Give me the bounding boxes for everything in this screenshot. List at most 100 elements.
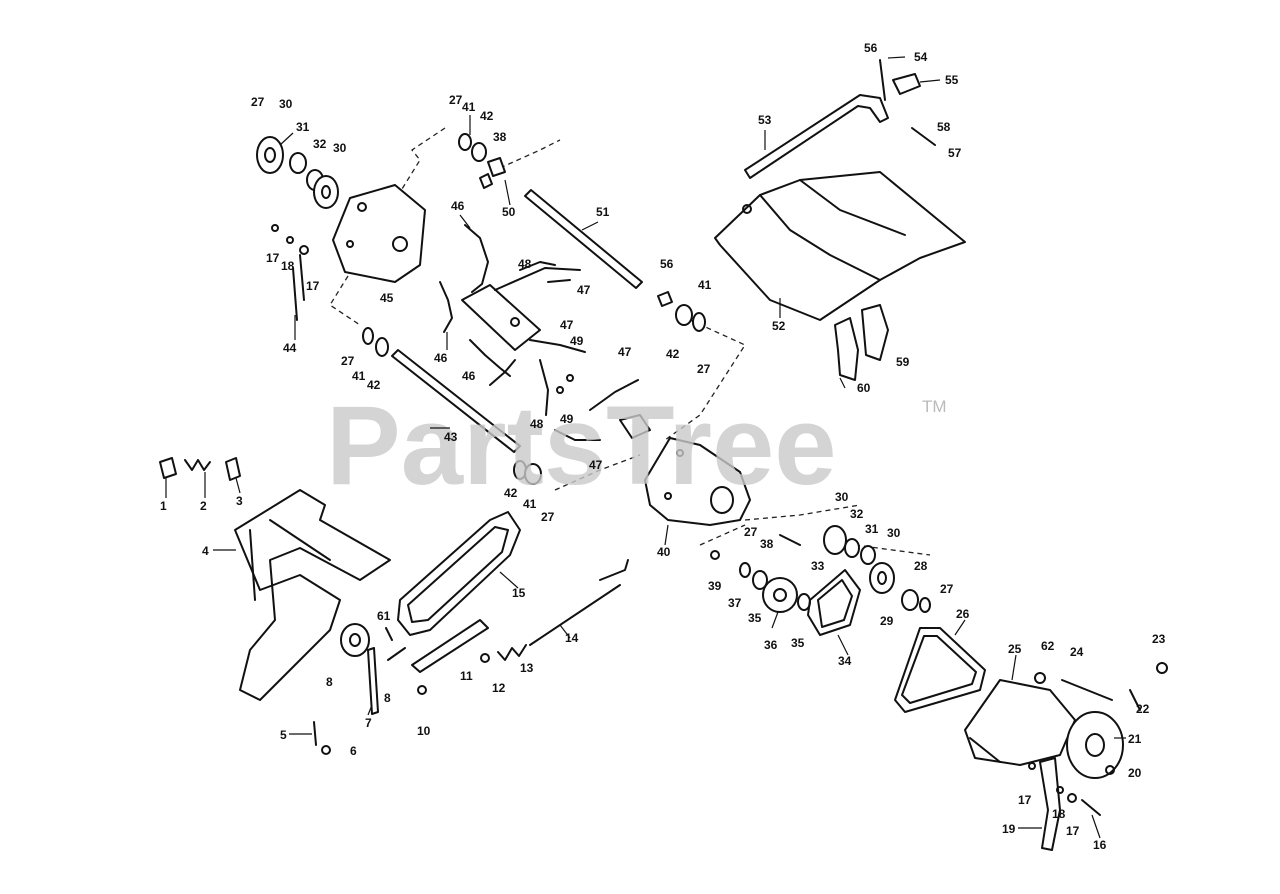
callout-27[interactable]: 27 <box>940 582 954 596</box>
callout-44[interactable]: 44 <box>283 341 297 355</box>
callout-21[interactable]: 21 <box>1128 732 1142 746</box>
callout-48[interactable]: 48 <box>518 257 532 271</box>
callout-57[interactable]: 57 <box>948 146 962 160</box>
callout-22[interactable]: 22 <box>1136 702 1150 716</box>
callout-36[interactable]: 36 <box>764 638 778 652</box>
callout-42[interactable]: 42 <box>367 378 381 392</box>
callout-30[interactable]: 30 <box>333 141 347 155</box>
callout-14[interactable]: 14 <box>565 631 579 645</box>
callout-27[interactable]: 27 <box>449 93 463 107</box>
callout-16[interactable]: 16 <box>1093 838 1107 852</box>
callout-42[interactable]: 42 <box>504 486 518 500</box>
callout-2[interactable]: 2 <box>200 499 207 513</box>
callout-25[interactable]: 25 <box>1008 642 1022 656</box>
callout-18[interactable]: 18 <box>281 259 295 273</box>
callout-28[interactable]: 28 <box>914 559 928 573</box>
callout-1[interactable]: 1 <box>160 499 167 513</box>
callout-7[interactable]: 7 <box>365 716 372 730</box>
callout-30[interactable]: 30 <box>835 490 849 504</box>
callout-42[interactable]: 42 <box>480 109 494 123</box>
frame <box>234 489 391 701</box>
callout-20[interactable]: 20 <box>1128 766 1142 780</box>
callout-56[interactable]: 56 <box>660 257 674 271</box>
callout-50[interactable]: 50 <box>502 205 516 219</box>
callout-32[interactable]: 32 <box>850 507 864 521</box>
callout-47[interactable]: 47 <box>577 283 591 297</box>
belt-right <box>894 627 986 713</box>
callout-62[interactable]: 62 <box>1041 639 1055 653</box>
pulley-right <box>1066 711 1124 779</box>
callout-31[interactable]: 31 <box>296 120 310 134</box>
handle <box>744 94 889 179</box>
callout-8[interactable]: 8 <box>384 691 391 705</box>
tine-shaft-top <box>524 189 643 289</box>
callout-48[interactable]: 48 <box>530 417 544 431</box>
callout-19[interactable]: 19 <box>1002 822 1016 836</box>
callout-13[interactable]: 13 <box>520 661 534 675</box>
callout-17[interactable]: 17 <box>1066 824 1080 838</box>
callout-35[interactable]: 35 <box>791 636 805 650</box>
callout-60[interactable]: 60 <box>857 381 871 395</box>
pulley-left <box>340 623 370 657</box>
callout-39[interactable]: 39 <box>708 579 722 593</box>
callout-34[interactable]: 34 <box>838 654 852 668</box>
callout-30[interactable]: 30 <box>279 97 293 111</box>
callout-38[interactable]: 38 <box>760 537 774 551</box>
callout-33[interactable]: 33 <box>811 559 825 573</box>
callout-38[interactable]: 38 <box>493 130 507 144</box>
callout-40[interactable]: 40 <box>657 545 671 559</box>
callout-18[interactable]: 18 <box>1052 807 1066 821</box>
callout-46[interactable]: 46 <box>451 199 465 213</box>
callout-47[interactable]: 47 <box>618 345 632 359</box>
callout-11[interactable]: 11 <box>460 669 473 683</box>
callout-26[interactable]: 26 <box>956 607 970 621</box>
callout-24[interactable]: 24 <box>1070 645 1084 659</box>
callout-49[interactable]: 49 <box>570 334 584 348</box>
callout-23[interactable]: 23 <box>1152 632 1166 646</box>
callout-56[interactable]: 56 <box>864 41 878 55</box>
callout-27[interactable]: 27 <box>744 525 758 539</box>
callout-8[interactable]: 8 <box>326 675 333 689</box>
callout-17[interactable]: 17 <box>306 279 320 293</box>
callout-31[interactable]: 31 <box>865 522 879 536</box>
callout-45[interactable]: 45 <box>380 291 394 305</box>
callout-29[interactable]: 29 <box>880 614 894 628</box>
callout-27[interactable]: 27 <box>541 510 555 524</box>
callout-27[interactable]: 27 <box>251 95 265 109</box>
callout-52[interactable]: 52 <box>772 319 786 333</box>
callout-61[interactable]: 61 <box>377 609 391 623</box>
callout-10[interactable]: 10 <box>417 724 431 738</box>
callout-5[interactable]: 5 <box>280 728 287 742</box>
callout-37[interactable]: 37 <box>728 596 742 610</box>
callout-17[interactable]: 17 <box>1018 793 1032 807</box>
callout-47[interactable]: 47 <box>589 458 603 472</box>
callout-35[interactable]: 35 <box>748 611 762 625</box>
callout-41[interactable]: 41 <box>352 369 366 383</box>
callout-53[interactable]: 53 <box>758 113 772 127</box>
callout-32[interactable]: 32 <box>313 137 327 151</box>
callout-15[interactable]: 15 <box>512 586 526 600</box>
callout-46[interactable]: 46 <box>462 369 476 383</box>
callout-42[interactable]: 42 <box>666 347 680 361</box>
callout-49[interactable]: 49 <box>560 412 574 426</box>
callout-47[interactable]: 47 <box>560 318 574 332</box>
callout-51[interactable]: 51 <box>596 205 610 219</box>
callout-41[interactable]: 41 <box>462 100 476 114</box>
callout-4[interactable]: 4 <box>202 544 209 558</box>
callout-30[interactable]: 30 <box>887 526 901 540</box>
callout-46[interactable]: 46 <box>434 351 448 365</box>
callout-59[interactable]: 59 <box>896 355 910 369</box>
callout-17[interactable]: 17 <box>266 251 280 265</box>
callout-41[interactable]: 41 <box>698 278 712 292</box>
callout-58[interactable]: 58 <box>937 120 951 134</box>
callout-54[interactable]: 54 <box>914 50 928 64</box>
callout-27[interactable]: 27 <box>697 362 711 376</box>
callout-3[interactable]: 3 <box>236 494 243 508</box>
callout-27[interactable]: 27 <box>341 354 355 368</box>
callout-43[interactable]: 43 <box>444 430 458 444</box>
callout-6[interactable]: 6 <box>350 744 357 758</box>
callout-12[interactable]: 12 <box>492 681 506 695</box>
callout-55[interactable]: 55 <box>945 73 959 87</box>
callout-41[interactable]: 41 <box>523 497 537 511</box>
chain <box>807 569 861 636</box>
